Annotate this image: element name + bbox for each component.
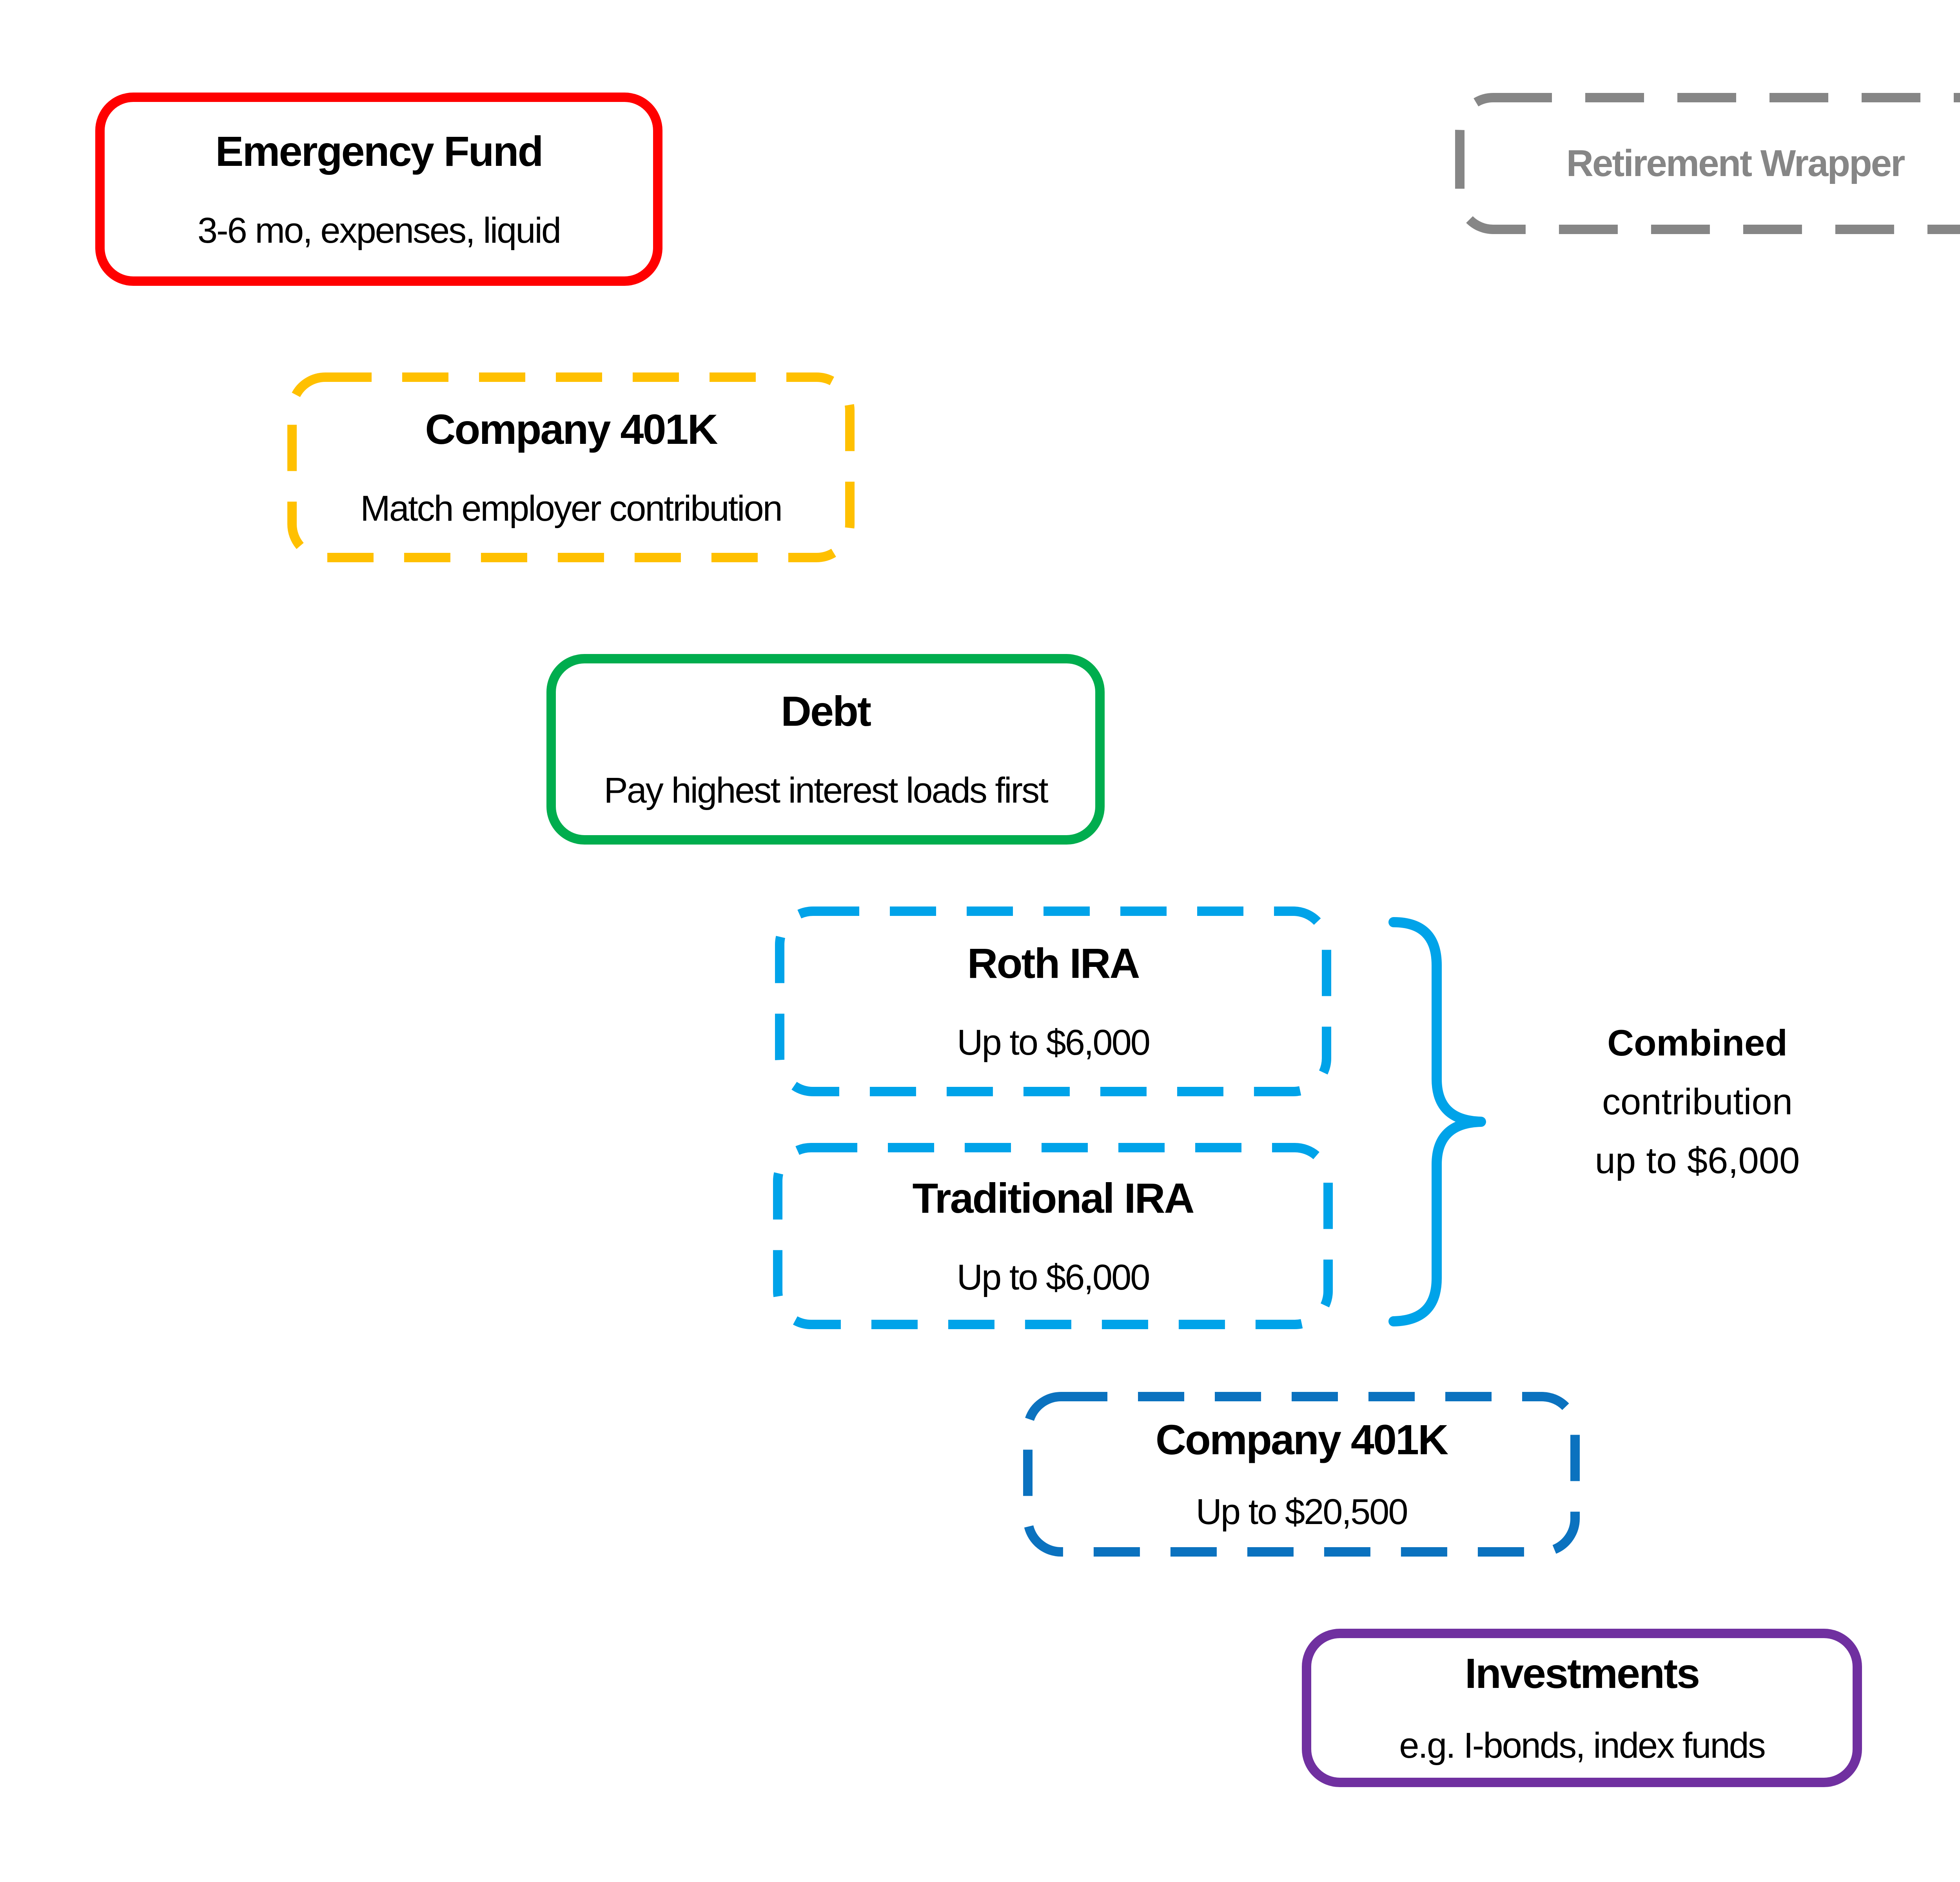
box-subtitle: Up to $20,500 <box>1196 1492 1408 1532</box>
node-company-401k-match: Company 401K Match employer contribution <box>287 372 855 562</box>
roth-ira-border <box>775 906 1331 1096</box>
combined-contribution-brace <box>1388 917 1486 1326</box>
traditional-ira-border <box>773 1143 1333 1329</box>
node-emergency-fund: Emergency Fund 3-6 mo, expenses, liquid <box>95 93 662 286</box>
note-line-3: up to $6,000 <box>1595 1140 1800 1181</box>
combined-contribution-note: Combined contribution up to $6,000 <box>1505 1014 1889 1249</box>
box-title: Investments <box>1465 1649 1700 1697</box>
company-401k-max-border <box>1023 1392 1580 1557</box>
node-investments: Investments e.g. I-bonds, index funds <box>1302 1629 1862 1787</box>
retirement-wrapper-border <box>1455 93 1960 234</box>
investments-border <box>1302 1629 1862 1787</box>
node-debt: Debt Pay highest interest loads first <box>546 654 1105 845</box>
box-title: Emergency Fund <box>215 127 543 175</box>
node-retirement-wrapper: Retirement Wrapper <box>1455 93 1960 234</box>
node-roth-ira: Roth IRA Up to $6,000 <box>775 906 1331 1096</box>
node-traditional-ira: Traditional IRA Up to $6,000 <box>773 1143 1333 1329</box>
box-subtitle: 3-6 mo, expenses, liquid <box>197 210 561 251</box>
debt-border <box>546 654 1105 845</box>
box-subtitle: Pay highest interest loads first <box>604 770 1048 811</box>
box-subtitle: Match employer contribution <box>360 489 783 529</box>
box-title: Retirement Wrapper <box>1566 142 1906 184</box>
emergency-fund-border <box>95 93 662 286</box>
box-title: Roth IRA <box>967 939 1140 987</box>
note-line-1: Combined <box>1607 1022 1788 1063</box>
note-line-2: contribution <box>1602 1081 1793 1122</box>
box-title: Traditional IRA <box>912 1174 1194 1222</box>
box-title: Company 401K <box>425 405 718 453</box>
company-401k-match-border <box>287 372 855 562</box>
box-subtitle: e.g. I-bonds, index funds <box>1399 1726 1766 1766</box>
box-title: Debt <box>781 687 871 735</box>
box-title: Company 401K <box>1155 1416 1448 1463</box>
node-company-401k-max: Company 401K Up to $20,500 <box>1023 1392 1580 1557</box>
box-subtitle: Up to $6,000 <box>956 1257 1151 1297</box>
box-subtitle: Up to $6,000 <box>957 1023 1151 1063</box>
